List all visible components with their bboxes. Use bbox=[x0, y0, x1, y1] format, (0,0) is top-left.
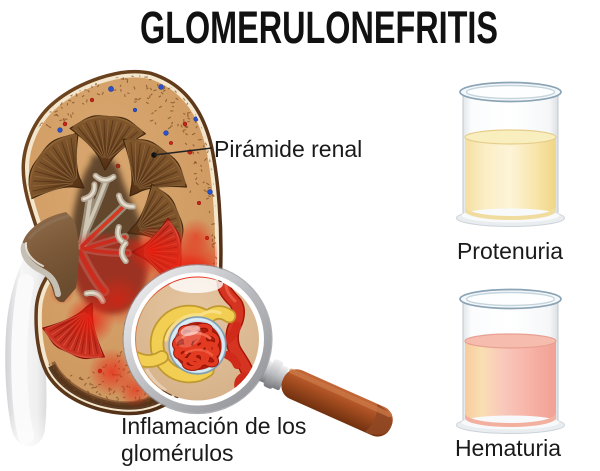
svg-text:glomérulos: glomérulos bbox=[121, 440, 234, 466]
svg-text:GLOMERULONEFRITIS: GLOMERULONEFRITIS bbox=[140, 2, 498, 53]
svg-text:Protenuria: Protenuria bbox=[457, 238, 563, 264]
svg-text:Hematuria: Hematuria bbox=[455, 435, 561, 461]
svg-text:Pirámide renal: Pirámide renal bbox=[214, 136, 362, 162]
svg-text:Inflamación de los: Inflamación de los bbox=[121, 413, 306, 439]
